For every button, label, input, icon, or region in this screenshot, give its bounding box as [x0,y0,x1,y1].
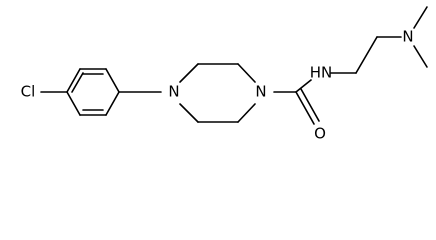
carbonyl-bond-1 [295,91,315,125]
chlorine-atom: Cl [21,83,36,101]
molecule-drawing: Cl N N O HN N [21,6,428,143]
amide-nh-atom: HN [310,64,333,82]
carbonyl-bond-2 [300,88,320,122]
structure-diagram: Cl N N O HN N [20,6,428,143]
piperazine-n-amide-atom: N [255,83,266,101]
carbonyl-oxygen-atom: O [314,125,326,143]
ch2-ch2-bond [355,36,378,74]
n-methyl-up-bond [413,6,428,29]
carbonyl-nh-bond [295,79,312,93]
chlorophenyl-ring [66,68,120,116]
piperazine-n-aryl-atom: N [168,83,179,101]
dimethylamino-n-atom: N [402,28,413,46]
n-methyl-down-bond [413,45,428,68]
piperazine-ring [179,63,256,123]
